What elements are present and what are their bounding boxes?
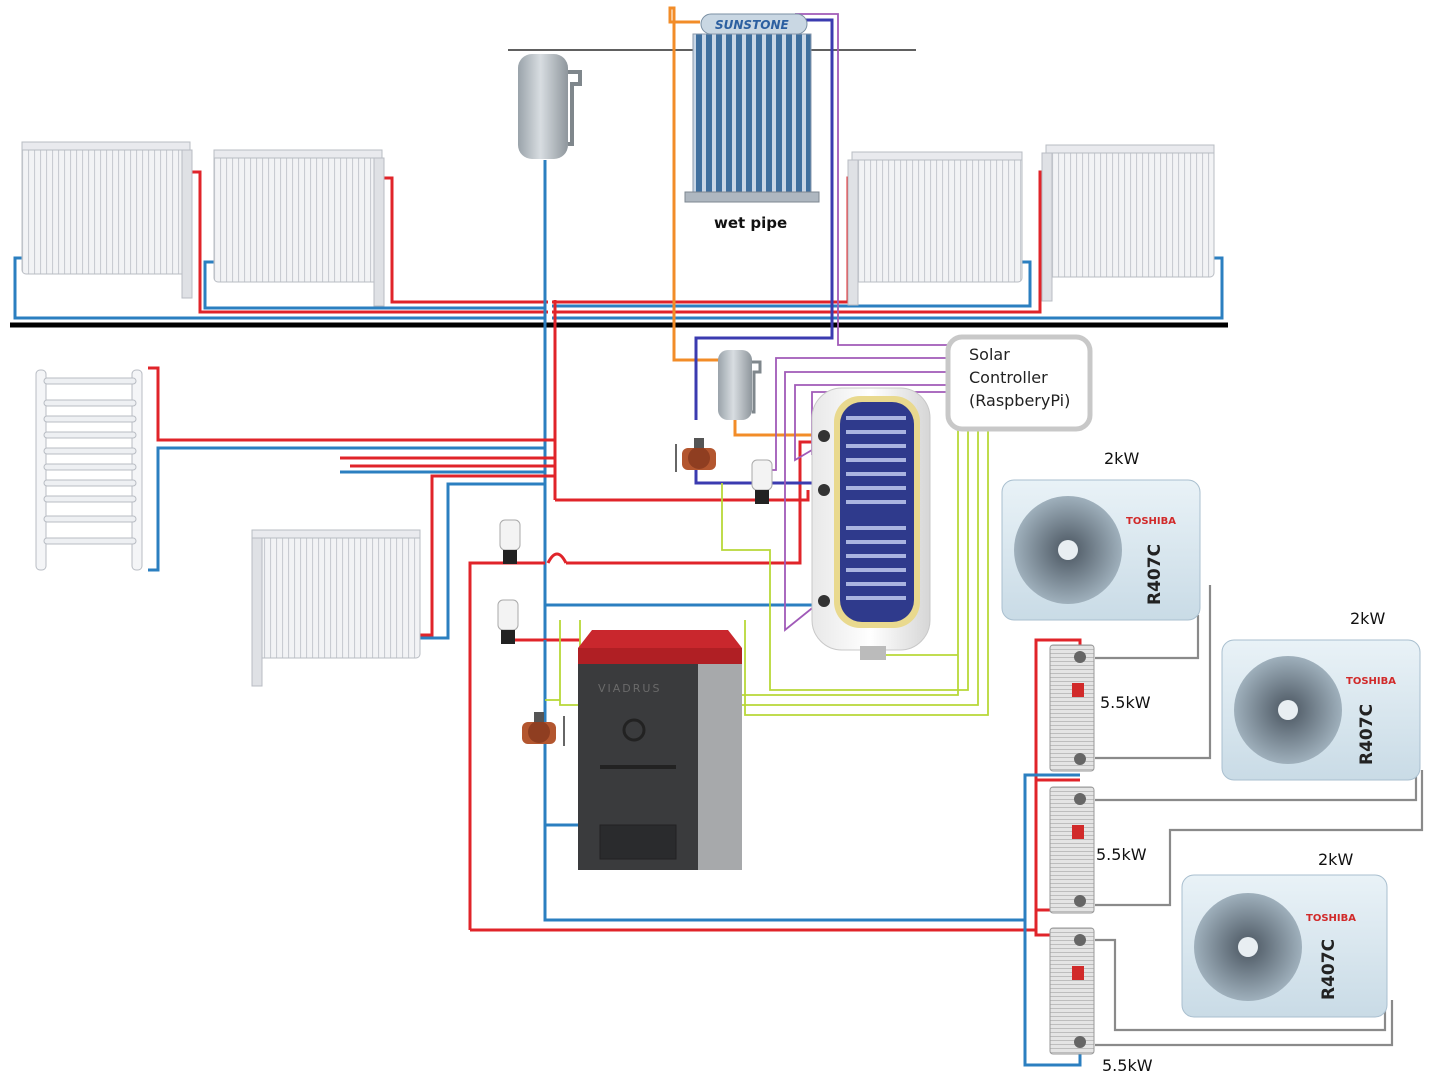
- expansion-vessel-icon: [518, 54, 582, 159]
- controller-label-line3: (RaspberyPi): [969, 391, 1070, 410]
- water-tank-icon: [811, 387, 931, 660]
- heat-pump-2-power-label: 2kW: [1350, 609, 1385, 628]
- ac-brand-label: TOSHIBA: [1126, 516, 1176, 527]
- controller-label-line1: Solar: [969, 345, 1010, 364]
- plate-heat-exchanger-icon: [1049, 927, 1095, 1055]
- heat-exchanger-2-power-label: 5.5kW: [1096, 845, 1147, 864]
- heat-pump-3-power-label: 2kW: [1318, 850, 1353, 869]
- heat-exchanger-1-power-label: 5.5kW: [1100, 693, 1151, 712]
- refrigerant-lines: [1095, 585, 1424, 1047]
- solar-loop-pipes: [668, 6, 812, 437]
- solar-collector-icon: SUNSTONE: [684, 13, 820, 203]
- circulation-pump-icon: [675, 438, 716, 472]
- heat-pump-outdoor-unit-icon: TOSHIBA R407C: [1181, 874, 1388, 1018]
- lower-floor-hot-pipes: [148, 366, 1082, 937]
- coil-loop-pipes: [694, 18, 834, 485]
- radiator-icon: [847, 151, 1023, 306]
- thermostatic-valve-icon: [497, 599, 519, 644]
- ac-refrigerant-label: R407C: [1357, 704, 1377, 765]
- thermostatic-valve-icon: [499, 519, 521, 564]
- lower-floor-cold-pipes: [148, 446, 1082, 1067]
- wet-pipe-label: wet pipe: [714, 214, 787, 232]
- solid-fuel-boiler-icon: VIADRUS: [578, 630, 742, 870]
- heat-pump-outdoor-unit-icon: TOSHIBA R407C: [1221, 639, 1421, 781]
- ac-brand-label: TOSHIBA: [1346, 676, 1396, 687]
- radiator-icon: [21, 141, 193, 299]
- solar-controller-box: Solar Controller (RaspberyPi): [945, 334, 1093, 432]
- collector-brand-label: SUNSTONE: [715, 18, 790, 32]
- ac-refrigerant-label: R407C: [1145, 544, 1165, 605]
- plate-heat-exchanger-icon: [1049, 644, 1095, 772]
- boiler-brand-label: VIADRUS: [598, 682, 661, 695]
- expansion-vessel-icon: [718, 350, 762, 420]
- ac-refrigerant-label: R407C: [1319, 939, 1339, 1000]
- ac-brand-label: TOSHIBA: [1306, 913, 1356, 924]
- circulation-pump-icon: [522, 712, 565, 746]
- sensor-wires: [545, 430, 989, 716]
- radiator-icon: [251, 529, 421, 687]
- thermostatic-valve-icon: [751, 459, 773, 504]
- radiator-icon: [213, 149, 385, 307]
- towel-rail-icon: [35, 369, 143, 571]
- heat-pump-outdoor-unit-icon: TOSHIBA R407C: [1001, 479, 1201, 621]
- controller-label-line2: Controller: [969, 368, 1048, 387]
- plate-heat-exchanger-icon: [1049, 786, 1095, 914]
- heat-pump-1-power-label: 2kW: [1104, 449, 1139, 468]
- heat-exchanger-3-power-label: 5.5kW: [1102, 1056, 1153, 1075]
- radiator-icon: [1041, 144, 1215, 302]
